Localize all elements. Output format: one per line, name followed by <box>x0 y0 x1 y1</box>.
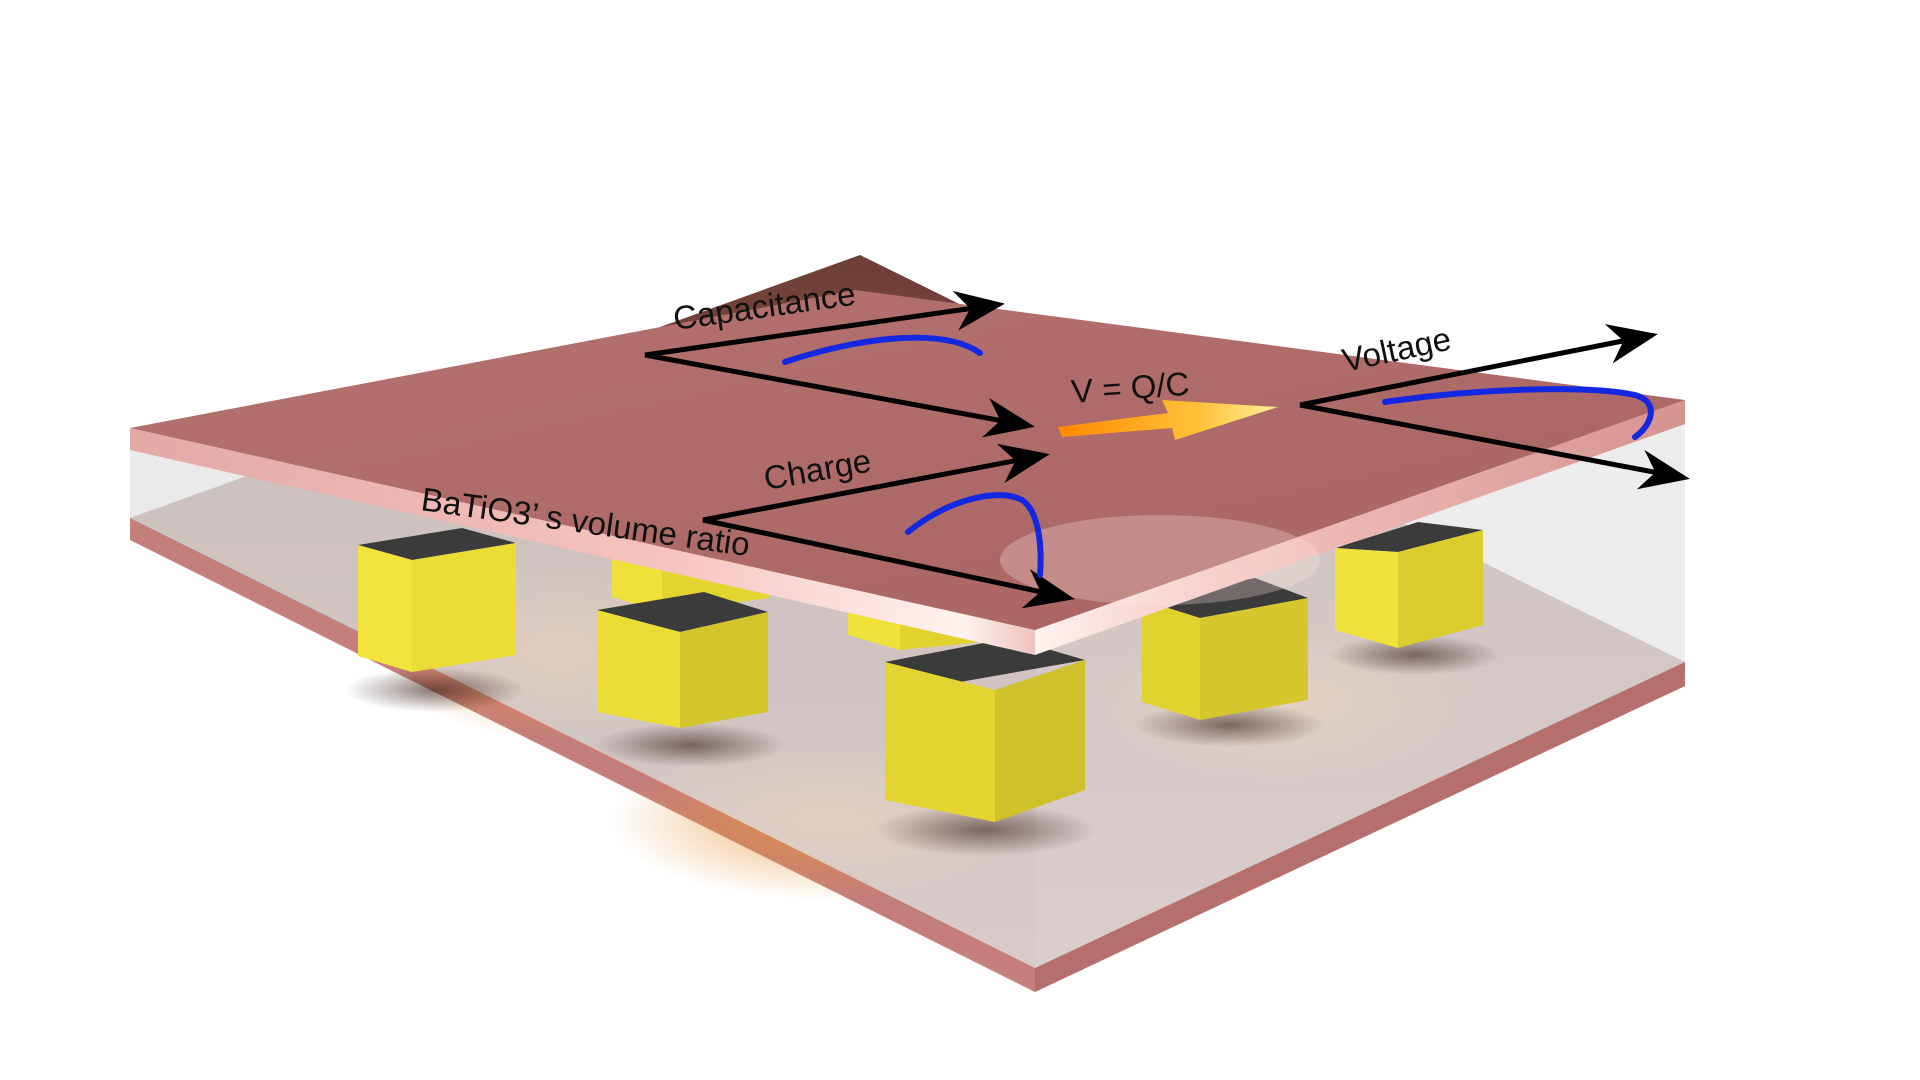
batio3-cube <box>597 592 768 728</box>
charge-curve <box>905 492 1044 578</box>
charge-axis-y <box>702 517 1075 609</box>
capacitance-axis-x <box>644 290 1005 358</box>
voltage-curve <box>1382 386 1654 440</box>
voltage-axis-y <box>1299 402 1690 490</box>
top-electrode-plate <box>130 290 1685 655</box>
formula-arrow <box>1058 400 1278 440</box>
voltage-axis-x <box>1299 324 1658 408</box>
capacitance-axis-y <box>644 352 1035 438</box>
formula-group: V = Q/C <box>1058 365 1278 440</box>
charge-axis-x <box>702 443 1050 523</box>
batio3-cube <box>1335 522 1483 648</box>
polymer-matrix-walls <box>130 400 1685 968</box>
batio3-cube <box>358 528 516 672</box>
capacitance-curve <box>782 334 983 365</box>
batio3-particles <box>345 522 1500 856</box>
batio3-cube <box>1142 578 1308 720</box>
batio3-cube <box>885 638 1085 822</box>
